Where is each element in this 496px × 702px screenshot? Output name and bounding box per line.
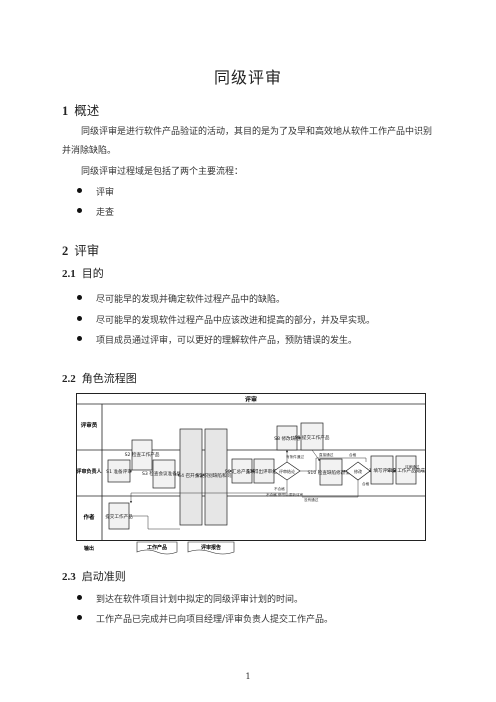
- edge-label-not-pass: 没有通过: [304, 497, 319, 502]
- lane-label-reviewer: 评审员: [81, 421, 98, 429]
- list-item: 到达在软件项目计划中拟定的同级评审计划的时间。: [77, 592, 303, 605]
- step-s4-box: [179, 428, 203, 526]
- section-2-heading: 2 评审: [62, 240, 99, 259]
- list-item: 评审: [77, 185, 114, 198]
- output-document-review-report: [187, 541, 235, 555]
- step-s7-label: S7 得出评审结论: [247, 468, 282, 475]
- step-submit-label: 提交工作产品: [105, 513, 133, 520]
- svg-text:评审结论: 评审结论: [279, 468, 295, 474]
- lane-label-output: 输出: [84, 545, 94, 552]
- step-s6-label: S6 汇总产品缺陷: [225, 468, 260, 475]
- step-s5-box: [204, 428, 228, 526]
- step-s2-label: S2 检查工作产品: [125, 451, 160, 458]
- bullet-icon: [77, 295, 82, 300]
- bullet-icon: [77, 188, 82, 193]
- step-s9-label: S9 提交工作产品: [295, 434, 330, 441]
- edge-label-review-pass: 评审通过: [405, 464, 420, 469]
- svg-text:工作产品: 工作产品: [147, 544, 167, 551]
- list-item: 项目成员通过评审，可以更好的理解软件产品，预防错误的发生。: [77, 333, 357, 346]
- list-item: 工作产品已完成并已向项目经理/评审负责人提交工作产品。: [77, 612, 333, 625]
- step-s12-label: S12 工作产品完成: [387, 467, 425, 474]
- page-title: 同级评审: [213, 68, 282, 87]
- output-document-work-product: [136, 541, 178, 555]
- diagram-header: 评审: [245, 396, 257, 404]
- section-number: 1: [62, 104, 69, 118]
- section-number: 2: [62, 244, 69, 258]
- section-1-heading: 1 概述: [62, 100, 99, 119]
- bullet-icon: [77, 595, 82, 600]
- step-s3-label: S3 检查会议准备情况: [142, 470, 186, 477]
- section-title: 评审: [74, 243, 100, 258]
- edge-label-pass: 合格: [349, 452, 357, 457]
- step-s8-label: S8 修改缺陷: [274, 435, 300, 442]
- step-s10-box: [319, 458, 343, 486]
- edge-label-fail: 不合格: [274, 486, 285, 491]
- lane-label-leader: 评审负责人: [76, 468, 102, 475]
- edge-label-pass2: 合格: [362, 481, 370, 486]
- bullet-icon: [77, 316, 82, 321]
- step-s1-label: S1 准备评审: [106, 468, 132, 475]
- edge-label-fail-note: 不合格 修改后重新评审: [266, 492, 303, 497]
- step-s10-label: S10 检查缺陷修改情况: [308, 469, 355, 476]
- list-item: 走查: [77, 205, 114, 218]
- step-s3-box: [152, 459, 176, 489]
- step-s2-box: [131, 439, 153, 471]
- step-s11-label: S11 填写评审报告: [363, 467, 401, 474]
- overview-paragraph: 同级评审是进行软件产品验证的活动，其目的是为了及早和高效地从软件工作产品中识别并…: [62, 127, 433, 156]
- edge-label-direct: 直接通过: [319, 452, 334, 457]
- page-number: 1: [245, 672, 251, 681]
- step-s5-label: S5 识别缺陷和问题: [196, 472, 236, 479]
- overview-process-intro: 同级评审过程域是包括了两个主要流程：: [81, 167, 244, 177]
- list-item: 尽可能早的发现并确定软件过程产品中的缺陷。: [77, 292, 285, 305]
- edge-label-cond-pass: 有条件通过: [286, 454, 304, 459]
- bullet-icon: [77, 615, 82, 620]
- lane-label-author: 作者: [83, 513, 95, 521]
- role-flow-diagram: 评审 评审员 评审负责人 作者 S1 准备评审 S2 检查工作产品 S3 检查会…: [76, 393, 426, 555]
- section-title: 概述: [74, 103, 100, 118]
- bullet-icon: [77, 336, 82, 341]
- svg-text:评审报告: 评审报告: [201, 544, 221, 551]
- svg-text:修改: 修改: [354, 468, 362, 474]
- step-s4-label: S4 召开会议: [178, 472, 204, 479]
- list-item: 尽可能早的发现软件过程产品中应该改进和提高的部分，并及早实现。: [77, 313, 375, 326]
- bullet-icon: [77, 208, 82, 213]
